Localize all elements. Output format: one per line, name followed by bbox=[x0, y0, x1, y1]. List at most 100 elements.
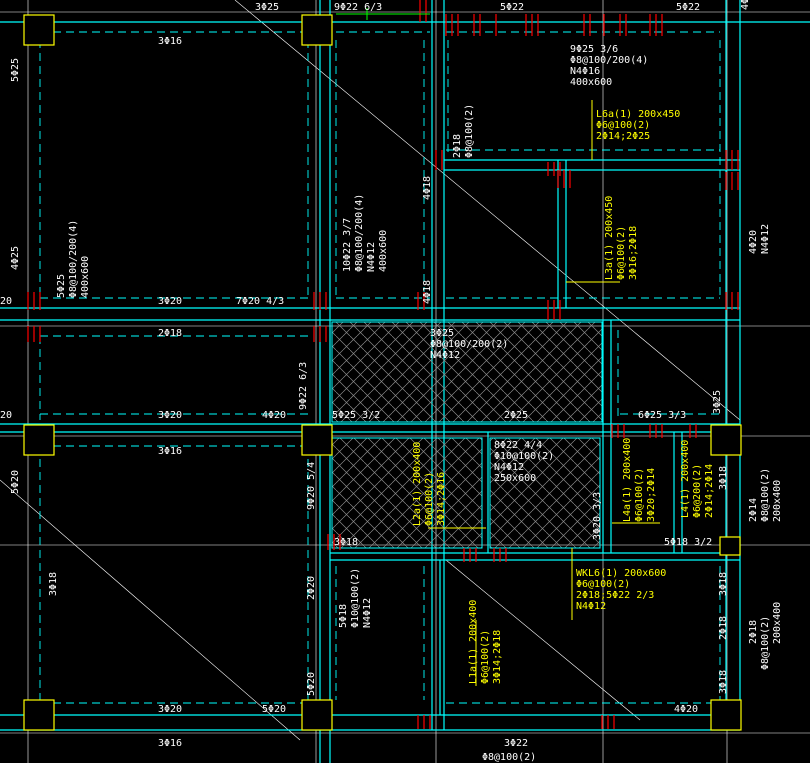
label: N4Φ12 bbox=[494, 462, 524, 473]
label: N4Φ12 bbox=[576, 601, 606, 612]
annotation-text: 3Φ25 9Φ22 6/3 5Φ22 5Φ22 3Φ16 9Φ25 3/6 Φ8… bbox=[0, 0, 783, 763]
label: 3Φ18 bbox=[718, 572, 729, 596]
label: 400x600 bbox=[570, 77, 612, 88]
label: 2Φ14;2Φ14 bbox=[704, 464, 715, 518]
label: 3Φ16 bbox=[158, 738, 182, 749]
label: 2Φ18 bbox=[158, 328, 182, 339]
label: N4Φ12 bbox=[366, 242, 377, 272]
label: 2Φ18 bbox=[718, 616, 729, 640]
label: 2Φ14;2Φ25 bbox=[596, 131, 650, 142]
label: 3Φ20 bbox=[158, 410, 182, 421]
label: 8Φ22 4/4 bbox=[494, 440, 542, 451]
label: Φ6@100(2) bbox=[480, 630, 491, 684]
insertion-marker bbox=[336, 8, 430, 20]
label: Φ10@100(2) bbox=[350, 568, 361, 628]
label: L2a(1) 200x400 bbox=[412, 442, 423, 526]
label: Φ6@100(2) bbox=[596, 120, 650, 131]
label: 5Φ18 3/2 bbox=[664, 537, 712, 548]
label: Φ6@100(2) bbox=[634, 468, 645, 522]
label: Φ10@100(2) bbox=[494, 451, 554, 462]
label: 6Φ25 3/3 bbox=[638, 410, 686, 421]
label: 3Φ20 3/3 bbox=[592, 492, 603, 540]
label: 4Φ25 bbox=[10, 246, 21, 270]
label: 3Φ25 bbox=[430, 328, 454, 339]
column bbox=[23, 424, 55, 456]
label: WKL6(1) 200x600 bbox=[576, 568, 666, 579]
label: 3Φ20 bbox=[158, 704, 182, 715]
label: 5Φ20 bbox=[306, 672, 317, 696]
label: 5Φ25 bbox=[56, 274, 67, 298]
label: Φ8@100/200(2) bbox=[430, 339, 508, 350]
label: Φ8@100/200(4) bbox=[68, 220, 79, 298]
label: 2Φ18 bbox=[452, 134, 463, 158]
label: Φ8@100/200(4) bbox=[354, 194, 365, 272]
rebar-ticks bbox=[27, 0, 739, 729]
label: 7Φ20 4/3 bbox=[236, 296, 284, 307]
label: 250x600 bbox=[494, 473, 536, 484]
label: 200x400 bbox=[772, 602, 783, 644]
label: L4(1) 200x400 bbox=[680, 440, 691, 518]
label: 3Φ16;2Φ18 bbox=[628, 226, 639, 280]
label: Φ6@100(2) bbox=[616, 226, 627, 280]
label: Φ6@100(2) bbox=[576, 579, 630, 590]
column bbox=[710, 424, 742, 456]
column bbox=[301, 699, 333, 731]
label: 20 bbox=[0, 410, 12, 421]
label: 3Φ16 bbox=[158, 36, 182, 47]
label: 3Φ16 bbox=[158, 446, 182, 457]
label: 5Φ20 bbox=[10, 470, 21, 494]
label: 10Φ22 3/7 bbox=[342, 218, 353, 272]
label: Φ8@100(2) bbox=[760, 468, 771, 522]
columns bbox=[23, 14, 742, 731]
column bbox=[301, 14, 333, 46]
label: L1a(1) 200x400 bbox=[468, 600, 479, 684]
label: 3Φ20 bbox=[158, 296, 182, 307]
label: 5Φ22 bbox=[676, 2, 700, 13]
label: 5Φ18 bbox=[338, 604, 349, 628]
column bbox=[710, 699, 742, 731]
beam-hidden-lines bbox=[39, 31, 721, 704]
label: 3Φ18 bbox=[718, 670, 729, 694]
leader-lines bbox=[428, 100, 660, 686]
label: Φ6@100(2) bbox=[424, 472, 435, 526]
column bbox=[719, 536, 741, 556]
label: 3Φ18 bbox=[718, 466, 729, 490]
label: 3Φ18 bbox=[48, 572, 59, 596]
label: 9Φ22 6/3 bbox=[334, 2, 382, 13]
label: 400x600 bbox=[378, 230, 389, 272]
label: L4a(1) 200x400 bbox=[622, 438, 633, 522]
label: 5Φ25 3/2 bbox=[332, 410, 380, 421]
label: N4Φ12 bbox=[760, 224, 771, 254]
label: 4Φ bbox=[740, 0, 751, 10]
label: Φ8@100(2) bbox=[464, 104, 475, 158]
label: L3a(1) 200x450 bbox=[604, 196, 615, 280]
label: Φ8@100(2) bbox=[482, 752, 536, 763]
label: 9Φ22 6/3 bbox=[298, 362, 309, 410]
label: N4Φ12 bbox=[362, 598, 373, 628]
column bbox=[23, 699, 55, 731]
label: 3Φ22 bbox=[504, 738, 528, 749]
label: 3Φ14;2Φ18 bbox=[492, 630, 503, 684]
label: 3Φ14;2Φ16 bbox=[436, 472, 447, 526]
label: Φ6@200(2) bbox=[692, 464, 703, 518]
label: Φ8@100/200(4) bbox=[570, 55, 648, 66]
label: 3Φ20;2Φ14 bbox=[646, 468, 657, 522]
label: 5Φ22 bbox=[500, 2, 524, 13]
label: 2Φ18 bbox=[748, 620, 759, 644]
label: 5Φ20 bbox=[262, 704, 286, 715]
label: 5Φ25 bbox=[10, 58, 21, 82]
label: 4Φ18 bbox=[422, 280, 433, 304]
label: 9Φ20 5/4 bbox=[306, 462, 317, 510]
label: 2Φ14 bbox=[748, 498, 759, 522]
column bbox=[301, 424, 333, 456]
label: 2Φ25 bbox=[504, 410, 528, 421]
slab-hatching bbox=[331, 321, 603, 549]
label: 9Φ25 3/6 bbox=[570, 44, 618, 55]
label: 400x600 bbox=[80, 256, 91, 298]
label: 2Φ18;5Φ22 2/3 bbox=[576, 590, 654, 601]
label: 3Φ25 bbox=[712, 390, 723, 414]
label: 3Φ25 bbox=[255, 2, 279, 13]
